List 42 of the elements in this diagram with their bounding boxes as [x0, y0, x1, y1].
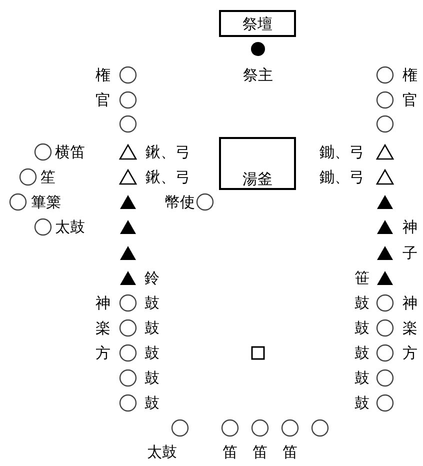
seat-label: 鋤、弓 — [320, 143, 364, 161]
box-title: 祭壇 — [242, 15, 274, 33]
seat-label: 笛 — [282, 443, 298, 461]
seat-label: 官 — [402, 91, 418, 109]
seat-label: 鼓 — [354, 394, 370, 412]
seat-label: 鼓 — [144, 319, 160, 337]
seat-label: 楽 — [96, 319, 110, 337]
seat-label: 神 — [402, 218, 418, 236]
seat-label: 篳篥 — [31, 193, 61, 211]
seat-label: 太鼓 — [147, 443, 177, 461]
seat-label: 笛 — [222, 443, 238, 461]
seat-label: 笹 — [354, 269, 370, 287]
seat-label: 方 — [402, 344, 418, 362]
seat-label: 鼓 — [144, 369, 160, 387]
seat-label: 鼓 — [144, 294, 160, 312]
seat-label: 鍬、弓 — [146, 143, 190, 161]
seat-label: 太鼓 — [55, 218, 85, 236]
box — [219, 137, 296, 190]
seat-label: 神 — [96, 294, 110, 312]
seat-label: 鼓 — [144, 344, 160, 362]
seat-label: 横笛 — [55, 143, 85, 161]
seat-label: 幣使 — [165, 193, 195, 211]
seat-label: 鼓 — [354, 344, 370, 362]
seat-label: 権 — [402, 66, 418, 84]
seat-label: 笛 — [252, 443, 268, 461]
seat-label: 笙 — [40, 168, 56, 186]
seat-label: 神 — [402, 294, 418, 312]
seat-label: 鼓 — [144, 394, 160, 412]
seat-label: 子 — [402, 244, 418, 262]
seat-label: 楽 — [402, 319, 418, 337]
seat-label: 鋤、弓 — [320, 168, 364, 186]
seat-label: 鍬、弓 — [146, 168, 190, 186]
seat-label: 官 — [96, 91, 110, 109]
box-title: 湯釜 — [242, 170, 274, 188]
seat-label: 鼓 — [354, 369, 370, 387]
seat-label: 祭主 — [243, 66, 273, 84]
seat-label: 鼓 — [354, 294, 370, 312]
seat-label: 方 — [96, 344, 110, 362]
seat-label: 鼓 — [354, 319, 370, 337]
seat-label: 権 — [96, 66, 110, 84]
box — [219, 10, 296, 37]
seat-label: 鈴 — [144, 269, 160, 287]
